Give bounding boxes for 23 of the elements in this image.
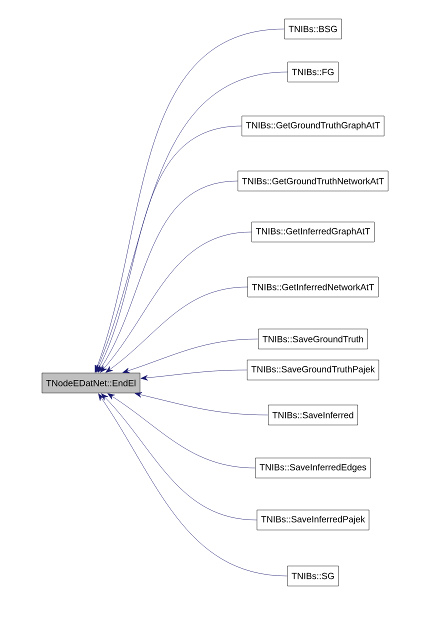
caller-box: TNIBs::SG <box>287 566 339 586</box>
arrow <box>122 338 258 374</box>
caller-box: TNIBs::GetInferredGraphAtT <box>252 222 374 242</box>
function-box: TNodeEDatNet::EndEl <box>42 372 140 394</box>
arrow <box>100 232 252 373</box>
caller-box: TNIBs::SaveInferredEdges <box>255 458 371 478</box>
caller-box: TNIBs::SaveGroundTruthPajek <box>246 360 380 380</box>
caller-box: TNIBs::SaveInferredPajek <box>256 510 370 530</box>
caller-box: TNIBs::FG <box>288 62 338 82</box>
arrow <box>140 370 248 381</box>
arrow <box>98 180 238 373</box>
caller-box: TNIBs::SaveInferred <box>268 404 358 426</box>
caller-box: TNIBs::GetGroundTruthNetworkAtT <box>238 170 388 192</box>
arrow <box>107 393 256 468</box>
caller-box: TNIBs::BSG <box>284 18 342 40</box>
caller-box: TNIBs::GetGroundTruthGraphAtT <box>242 116 384 136</box>
caller-box: TNIBs::SaveGroundTruth <box>258 328 368 350</box>
arrow <box>98 393 288 576</box>
arrow <box>96 126 242 372</box>
arrow <box>134 392 268 416</box>
caller-box: TNIBs::GetInferredNetworkAtT <box>248 276 378 298</box>
arrow <box>106 286 248 373</box>
arrow <box>101 393 257 520</box>
